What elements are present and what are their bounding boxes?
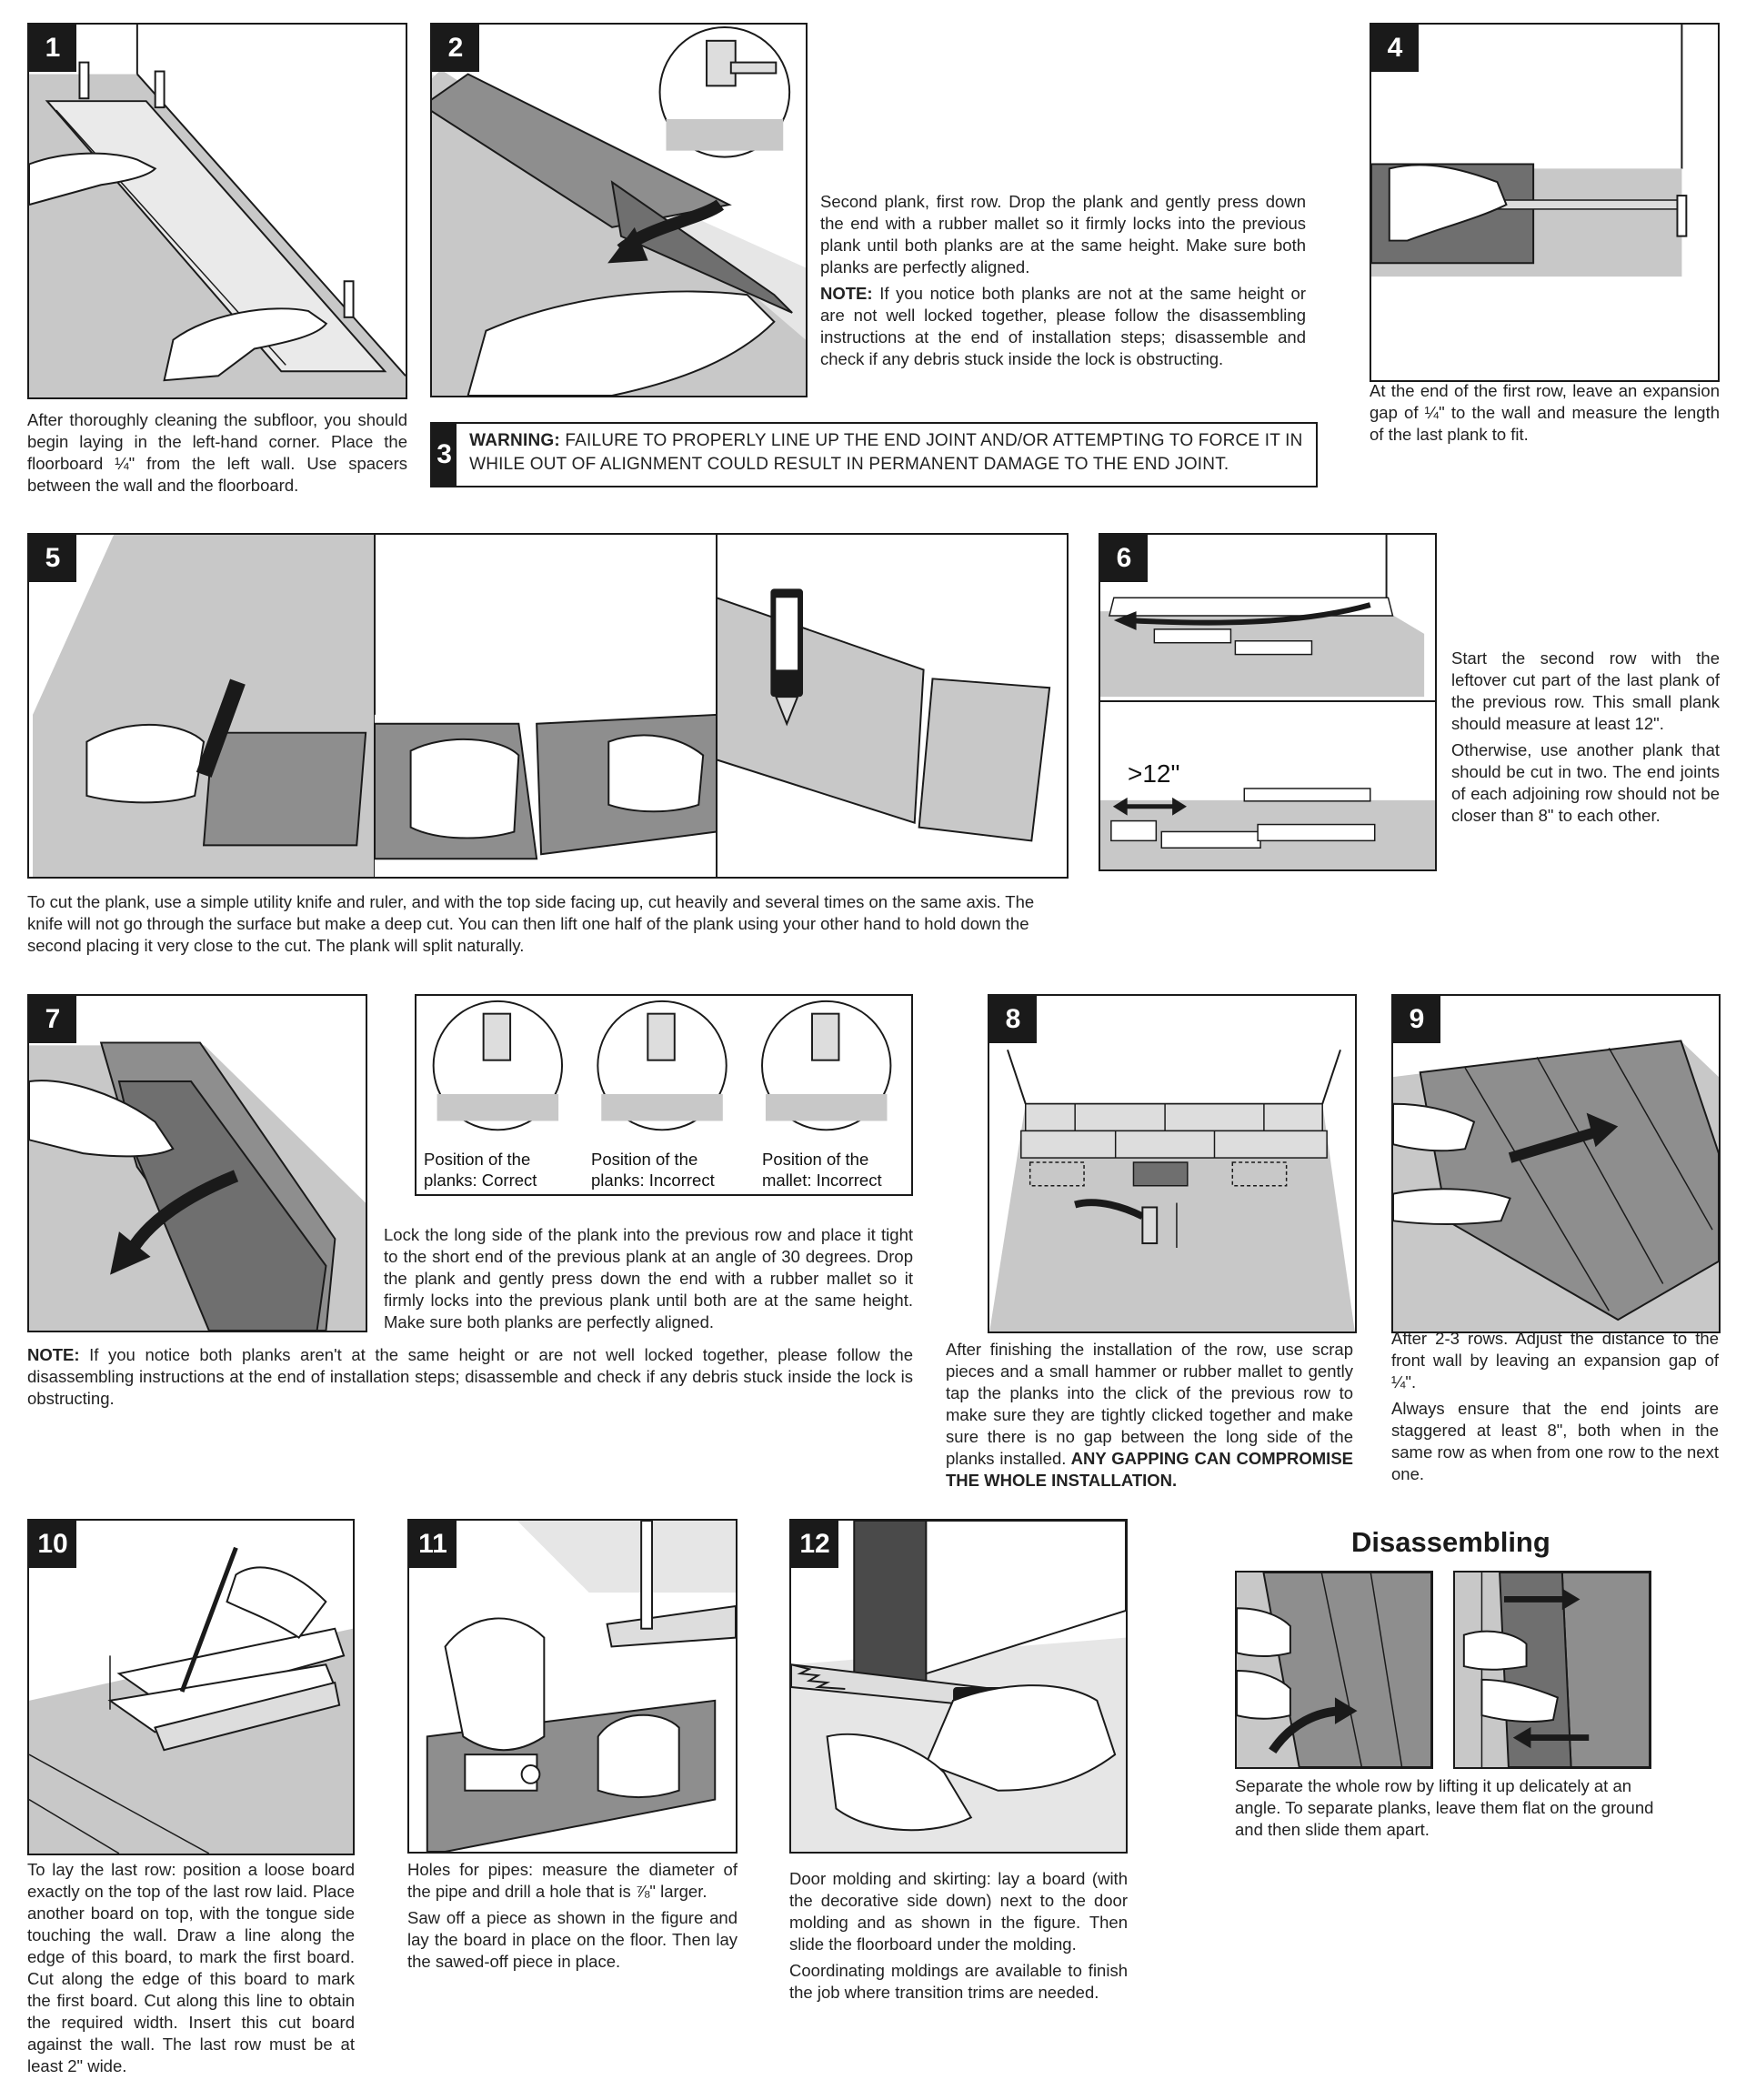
step-number: 4: [1371, 25, 1419, 72]
lift-row-drawing: [1237, 1572, 1431, 1767]
note-text: If you notice both planks are not at the…: [820, 284, 1306, 368]
mallet-positions-drawing: [432, 1000, 892, 1131]
disassembling-illustration-slide: [1453, 1571, 1651, 1769]
step-9-text-2: Always ensure that the end joints are st…: [1391, 1399, 1719, 1483]
pipe-hole-drawing: [409, 1521, 736, 1852]
step-11-illustration: 11: [407, 1519, 738, 1854]
measure-last-plank-drawing: [1371, 25, 1718, 380]
step-10-text: To lay the last row: position a loose bo…: [27, 1860, 355, 2075]
step-5-text: To cut the plank, use a simple utility k…: [27, 892, 1035, 955]
step-7-note: NOTE: If you notice both planks aren't a…: [27, 1344, 913, 1410]
step-12-text: Door molding and skirting: lay a board (…: [789, 1868, 1128, 2008]
step-12-illustration: 12: [789, 1519, 1128, 1854]
warning-body: FAILURE TO PROPERLY LINE UP THE END JOIN…: [469, 431, 1303, 474]
step-1-text: After thoroughly cleaning the subfloor, …: [27, 410, 407, 495]
step-8-illustration: 8: [988, 994, 1357, 1333]
adjust-front-gap-drawing: [1393, 1040, 1719, 1331]
step-number: 3: [432, 424, 457, 486]
step-number: 12: [791, 1521, 838, 1568]
subfloor-corner-drawing: [29, 25, 406, 397]
second-row-start-drawing: [1100, 535, 1435, 869]
step-7-text: Lock the long side of the plank into the…: [384, 1225, 913, 1331]
step-1-illustration: 1: [27, 23, 407, 399]
slide-planks-drawing: [1455, 1572, 1650, 1767]
step-6-text: Start the second row with the leftover c…: [1451, 648, 1720, 831]
step-9-illustration: 9: [1391, 994, 1721, 1333]
step-number: 1: [29, 25, 76, 72]
warning-label: WARNING:: [469, 431, 560, 450]
step-4-text: At the end of the first row, leave an ex…: [1370, 381, 1720, 444]
step-4-illustration: 4: [1370, 23, 1720, 382]
step-6-illustration: 6 >12": [1099, 533, 1437, 871]
step-number: 9: [1393, 996, 1440, 1043]
step-number: 7: [29, 996, 76, 1043]
step-2-illustration: 2: [430, 23, 808, 397]
step-number: 11: [409, 1521, 457, 1568]
caption-correct: Position of the planks: Correct: [424, 1150, 537, 1190]
step-6-text-2: Otherwise, use another plank that should…: [1451, 740, 1720, 825]
step-5-illustration: 5: [27, 533, 1069, 879]
step-12-text-2: Coordinating moldings are available to f…: [789, 1961, 1128, 2002]
disassembling-title: Disassembling: [1351, 1526, 1550, 1558]
step-10-illustration: 10: [27, 1519, 355, 1855]
last-row-marking-drawing: [29, 1546, 353, 1854]
note-label: NOTE:: [27, 1345, 80, 1364]
step-11-text: Holes for pipes: measure the diameter of…: [407, 1859, 738, 1977]
warning-text: WARNING: FAILURE TO PROPERLY LINE UP THE…: [457, 424, 1316, 486]
step-2-note: NOTE: If you notice both planks are not …: [820, 283, 1306, 370]
step-12-text-1: Door molding and skirting: lay a board (…: [789, 1869, 1128, 1954]
cutting-plank-drawing: [33, 535, 1051, 877]
door-molding-drawing: [791, 1521, 1126, 1852]
step-7-illustration: 7: [27, 994, 367, 1332]
step-8-bold-warning: ANY GAPPING CAN COMPROMISE THE WHOLE INS…: [946, 1449, 1353, 1490]
step-2-text: Second plank, first row. Drop the plank …: [820, 191, 1306, 375]
step-9-text: After 2-3 rows. Adjust the distance to t…: [1391, 1328, 1719, 1490]
step-3-warning: 3 WARNING: FAILURE TO PROPERLY LINE UP T…: [430, 422, 1318, 487]
step-7-detail-bubble: Position of the planks: Correct Position…: [415, 994, 913, 1196]
step-8-instruction: After finishing the installation of the …: [946, 1340, 1353, 1468]
disassembling-illustration-lift: [1235, 1571, 1433, 1769]
step-number: 10: [29, 1521, 76, 1568]
caption-incorrect-planks: Position of the planks: Incorrect: [591, 1150, 715, 1190]
step-11-text-1: Holes for pipes: measure the diameter of…: [407, 1860, 738, 1901]
note-label: NOTE:: [820, 284, 873, 303]
step-6-text-1: Start the second row with the leftover c…: [1451, 648, 1720, 733]
step-number: 5: [29, 535, 76, 582]
step-number: 6: [1100, 535, 1148, 582]
step-2-instruction: Second plank, first row. Drop the plank …: [820, 192, 1306, 276]
mallet-plank-drawing: [432, 25, 806, 396]
tapping-block-drawing: [989, 996, 1355, 1331]
step-8-text: After finishing the installation of the …: [946, 1339, 1353, 1492]
caption-incorrect-mallet: Position of the mallet: Incorrect: [762, 1150, 882, 1190]
disassembling-text: Separate the whole row by lifting it up …: [1235, 1776, 1654, 1839]
step-number: 2: [432, 25, 479, 72]
step-9-text-1: After 2-3 rows. Adjust the distance to t…: [1391, 1329, 1719, 1392]
angle-lock-drawing: [29, 1041, 366, 1331]
step-11-text-2: Saw off a piece as shown in the figure a…: [407, 1908, 738, 1971]
step-number: 8: [989, 996, 1037, 1043]
note-text: If you notice both planks aren't at the …: [27, 1345, 913, 1408]
min-length-label: >12": [1128, 759, 1180, 788]
